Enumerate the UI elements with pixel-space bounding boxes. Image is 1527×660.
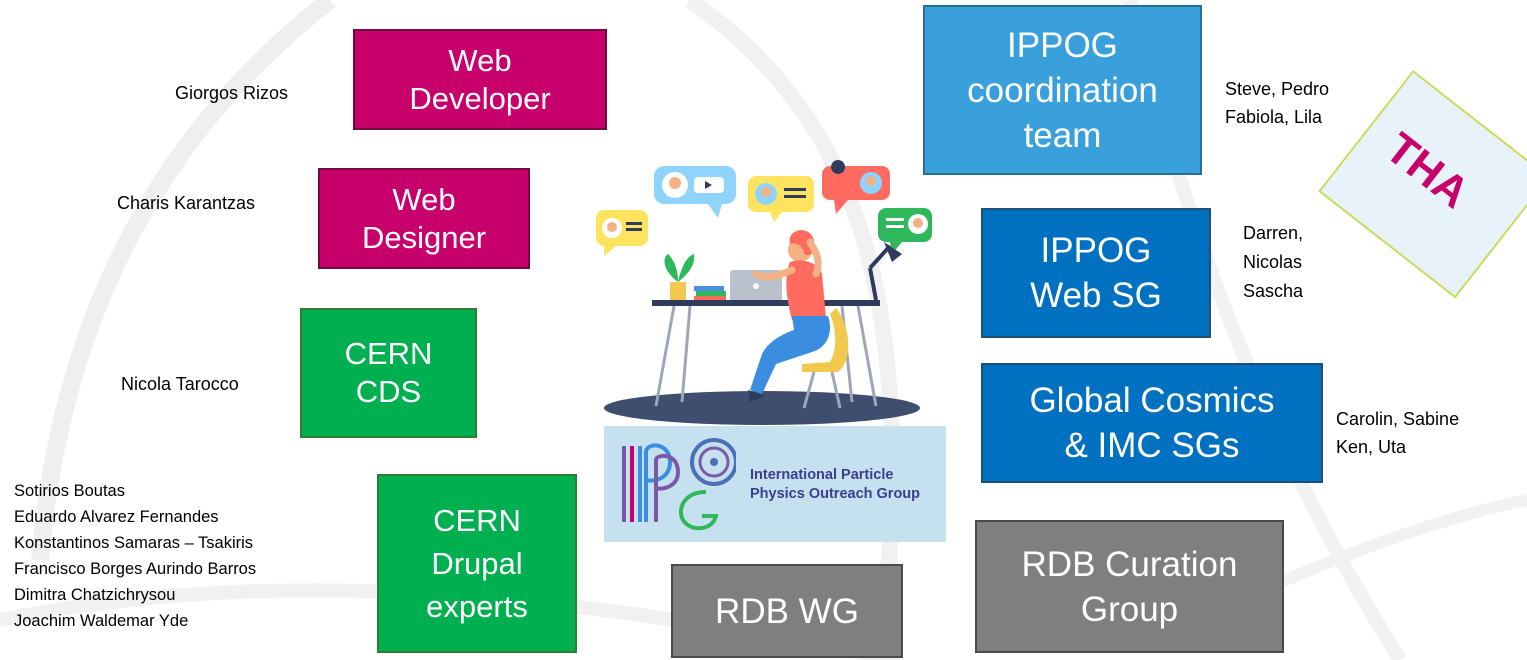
cern-cds-box: CERN CDS [300,308,477,438]
person-name: Francisco Borges Aurindo Barros [14,560,257,578]
box-line: experts [426,589,528,624]
box-line: RDB Curation [1021,544,1238,584]
ippog-coordination-people: Steve, Pedro Fabiola, Lila [1225,75,1329,131]
person-name: Dimitra Chatzichrysou [14,586,176,604]
web-developer-box: Web Developer [353,29,607,130]
web-designer-box: Web Designer [318,168,530,269]
box-line: Web [448,42,512,78]
cern-drupal-people: Sotirios Boutas Eduardo Alvarez Fernande… [14,478,256,634]
person-name: Eduardo Alvarez Fernandes [14,508,219,526]
ippog-web-sg-people: Darren, Nicolas Sascha [1243,219,1303,306]
ippog-logo: International Particle Physics Outreach … [604,426,946,542]
box-line: IPPOG [1040,231,1152,270]
chat-bubble-icon [822,160,890,214]
person-name: Joachim Waldemar Yde [14,612,189,630]
global-cosmics-box: Global Cosmics & IMC SGs [981,363,1323,483]
person-name: Sotirios Boutas [14,482,125,500]
box-line: Web SG [1030,276,1162,315]
box-line: & IMC SGs [1064,426,1240,465]
ippog-coordination-box: IPPOG coordination team [923,5,1202,175]
box-line: Group [1080,589,1179,629]
person-at-desk-chat-illustration [596,160,932,425]
chat-bubble-icon [654,166,736,218]
ippog-logo-mark [622,438,736,531]
box-line: IPPOG [1007,25,1118,65]
box-line: Web [392,181,456,217]
chat-bubble-icon [596,210,648,256]
box-line: Drupal [431,546,523,581]
person-name: Ken, Uta [1336,437,1407,457]
box-line: CERN [433,503,521,538]
cern-cds-person: Nicola Tarocco [121,374,239,394]
box-line: CDS [355,374,422,409]
box-line: CERN [344,336,433,371]
box-line: coordination [967,70,1158,110]
thanks-text: THA [1376,123,1479,218]
logo-line: Physics Outreach Group [750,486,921,502]
global-cosmics-people: Carolin, Sabine Ken, Uta [1336,405,1459,461]
rdb-curation-box: RDB Curation Group [975,520,1284,653]
logo-line: International Particle [750,467,894,483]
person-name: Carolin, Sabine [1336,409,1460,429]
person-name: Sascha [1243,281,1304,301]
person-name: Fabiola, Lila [1225,107,1323,127]
rdb-wg-box: RDB WG [671,564,903,658]
box-line: Developer [409,80,551,116]
logo-caption: International Particle Physics Outreach … [750,466,920,504]
web-designer-person: Charis Karantzas [117,193,256,213]
chat-bubble-icon [878,208,932,254]
person-name: Darren, [1243,223,1304,243]
box-line: team [1023,115,1102,155]
ippog-web-sg-box: IPPOG Web SG [981,208,1211,338]
person-name: Steve, Pedro [1225,79,1330,99]
person-name: Nicolas [1243,252,1303,272]
person-name: Konstantinos Samaras – Tsakiris [14,534,254,552]
cern-drupal-box: CERN Drupal experts [377,474,577,653]
box-line: RDB WG [715,591,859,631]
web-developer-person: Giorgos Rizos [175,83,289,103]
box-line: Designer [361,219,487,255]
chat-bubble-icon [748,176,814,222]
box-line: Global Cosmics [1029,381,1275,420]
